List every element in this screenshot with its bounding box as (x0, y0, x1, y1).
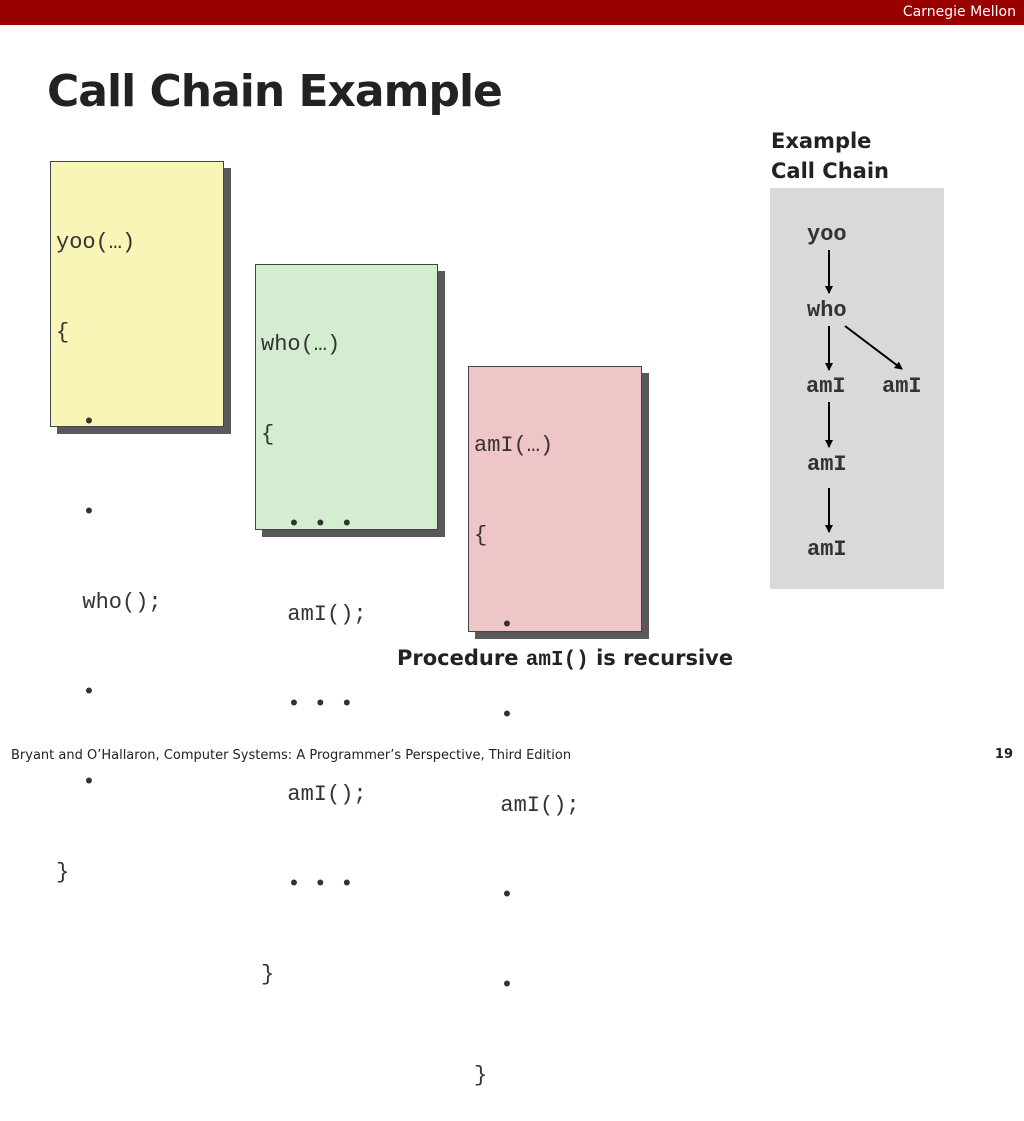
yoo-code: yoo(…) { • • who(); • • } (56, 168, 162, 918)
chain-node-ami: amI (882, 374, 922, 399)
code-line: • (474, 703, 514, 728)
code-line: • (56, 770, 96, 795)
code-line: who(); (56, 590, 162, 615)
code-line: amI(); (261, 782, 367, 807)
code-line: • • • (261, 872, 354, 897)
code-line: amI(); (261, 602, 367, 627)
chain-node-who: who (807, 298, 847, 323)
caption-code: amI() (525, 649, 589, 672)
code-line: • (56, 680, 96, 705)
yoo-code-box (50, 161, 224, 427)
code-line: • (56, 410, 96, 435)
code-line: who(…) (261, 332, 341, 357)
caption-prefix: Procedure (397, 646, 526, 670)
recursion-caption: Procedure amI() is recursive (397, 646, 733, 672)
code-line: amI(…) (474, 433, 554, 458)
header-bar: Carnegie Mellon (0, 0, 1024, 25)
call-chain-arrows (825, 250, 903, 533)
code-line: { (474, 523, 488, 548)
code-line: yoo(…) (56, 230, 136, 255)
code-line: • (56, 500, 96, 525)
arrow-who-to-ami-right (844, 325, 903, 370)
call-chain-header-line: Call Chain (771, 159, 889, 183)
footer-citation: Bryant and O’Hallaron, Computer Systems:… (11, 748, 572, 763)
code-line: { (261, 422, 275, 447)
code-line: • • • (261, 692, 354, 717)
slide-title: Call Chain Example (47, 66, 503, 117)
code-line: } (474, 1063, 488, 1088)
chain-node-yoo: yoo (807, 222, 847, 247)
caption-suffix: is recursive (588, 646, 734, 670)
code-line: } (56, 860, 70, 885)
code-line: • (474, 973, 514, 998)
code-line: • (474, 613, 514, 638)
who-code-box (255, 264, 438, 530)
chain-node-ami: amI (807, 537, 847, 562)
code-line: amI(); (474, 793, 580, 818)
chain-node-ami: amI (806, 374, 846, 399)
brand-label: Carnegie Mellon (902, 4, 1016, 20)
code-line: { (56, 320, 70, 345)
call-chain-panel (770, 188, 944, 589)
code-line: • • • (261, 512, 354, 537)
chain-node-ami: amI (807, 452, 847, 477)
ami-code-box (468, 366, 642, 632)
call-chain-header: Example Call Chain (771, 126, 889, 186)
code-line: } (261, 962, 275, 987)
page-number: 19 (994, 747, 1013, 762)
code-line: • (474, 883, 514, 908)
call-chain-header-line: Example (771, 129, 872, 153)
